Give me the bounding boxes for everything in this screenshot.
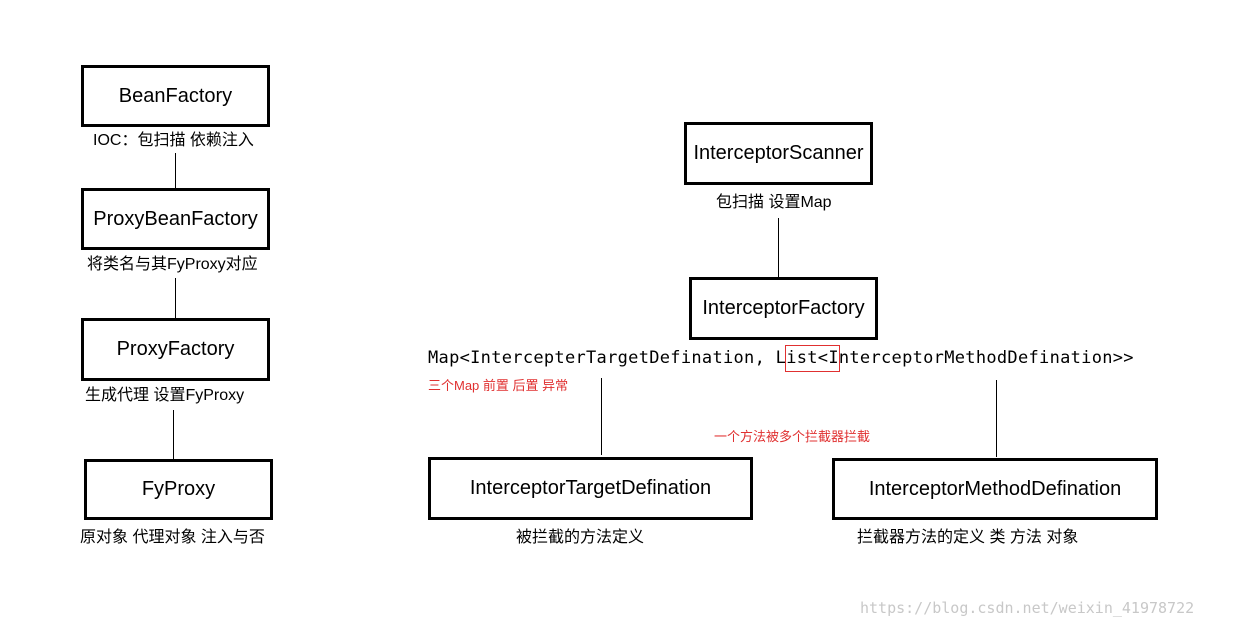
watermark: https://blog.csdn.net/weixin_41978722 xyxy=(860,599,1195,617)
interceptor-scanner-box: InterceptorScanner xyxy=(684,122,873,185)
connector-proxy-to-fyproxy xyxy=(173,410,174,460)
proxy-factory-note: 生成代理 设置FyProxy xyxy=(85,387,245,404)
fy-proxy-box: FyProxy xyxy=(84,459,273,520)
map-note: 三个Map 前置 后置 异常 xyxy=(428,378,569,393)
interceptor-factory-label: InterceptorFactory xyxy=(702,297,865,319)
proxy-bean-factory-note: 将类名与其FyProxy对应 xyxy=(87,256,258,273)
proxy-bean-factory-box: ProxyBeanFactory xyxy=(81,188,270,250)
interceptor-scanner-note: 包扫描 设置Map xyxy=(716,194,832,211)
interceptor-target-defination-label: InterceptorTargetDefination xyxy=(469,477,712,499)
connector-list-to-method xyxy=(996,380,997,457)
proxy-factory-box: ProxyFactory xyxy=(81,318,270,381)
bean-factory-note: IOC：包扫描 依赖注入 xyxy=(93,132,254,149)
fy-proxy-label: FyProxy xyxy=(141,478,216,500)
connector-map-to-target xyxy=(601,378,602,455)
interceptor-method-defination-label: InterceptorMethodDefination xyxy=(868,477,1122,500)
interceptor-factory-box: InterceptorFactory xyxy=(689,277,878,340)
map-signature-prefix: Map<IntercepterTargetDefination, xyxy=(428,348,776,368)
map-signature-suffix: <InterceptorMethodDefination>> xyxy=(817,348,1134,368)
interceptor-method-defination-box: InterceptorMethodDefination xyxy=(832,458,1158,520)
bean-factory-box: BeanFactory xyxy=(81,65,270,127)
proxy-bean-factory-label: ProxyBeanFactory xyxy=(93,207,258,230)
bean-factory-label: BeanFactory xyxy=(118,84,233,107)
interceptor-target-defination-box: InterceptorTargetDefination xyxy=(428,457,753,520)
interceptor-scanner-label: InterceptorScanner xyxy=(693,142,864,164)
connector-scanner-to-factory xyxy=(778,218,779,277)
list-highlight-box xyxy=(785,345,840,372)
interceptor-method-defination-note: 拦截器方法的定义 类 方法 对象 xyxy=(857,529,1079,546)
interceptor-target-defination-note: 被拦截的方法定义 xyxy=(516,529,645,546)
map-signature-list: List xyxy=(775,348,818,368)
connector-bean-to-proxybean xyxy=(175,153,176,188)
connector-proxybean-to-proxy xyxy=(175,278,176,318)
fy-proxy-note: 原对象 代理对象 注入与否 xyxy=(80,529,265,546)
list-note: 一个方法被多个拦截器拦截 xyxy=(714,429,871,444)
map-signature: Map<IntercepterTargetDefination, List<In… xyxy=(428,347,1134,369)
proxy-factory-label: ProxyFactory xyxy=(116,338,235,360)
